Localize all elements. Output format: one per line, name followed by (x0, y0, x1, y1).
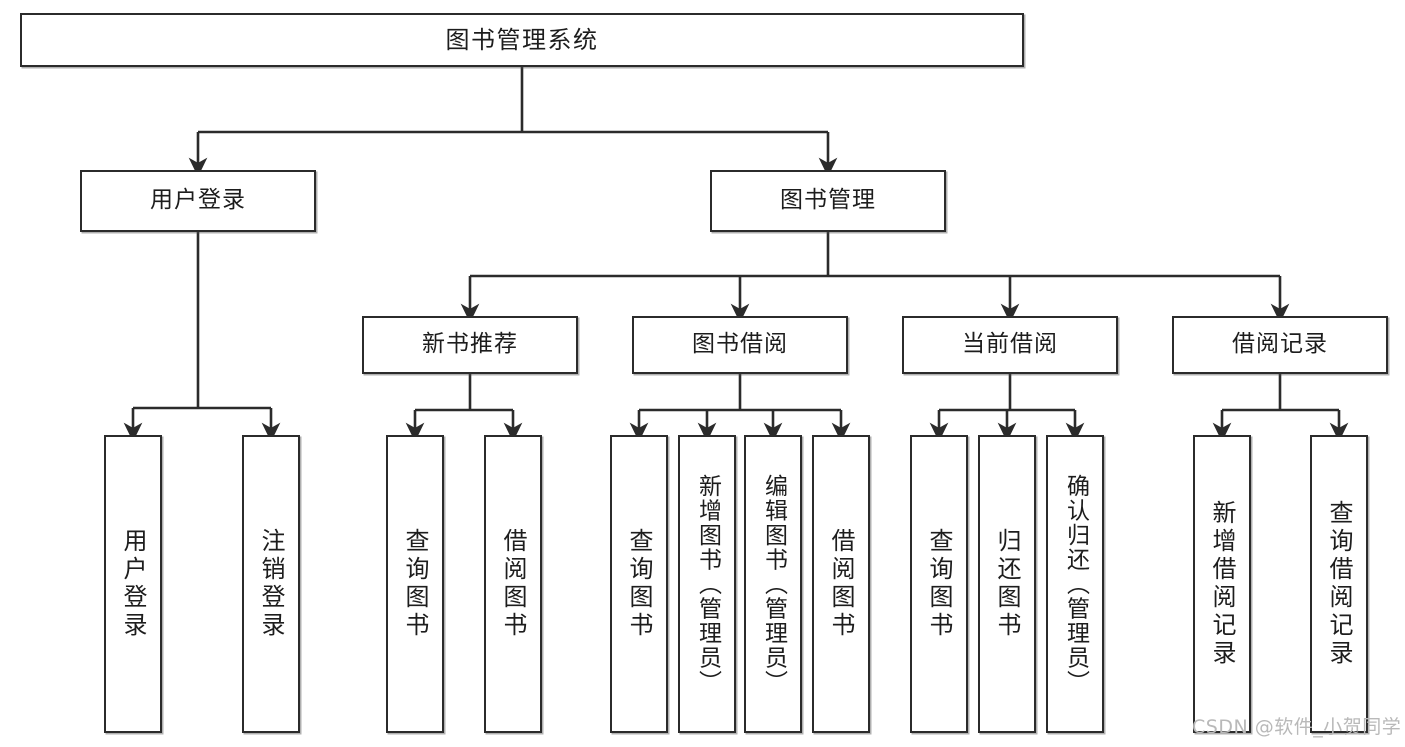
node-label: 编辑图书（管理员） (760, 473, 787, 695)
node-user-login[interactable]: 用户登录 (80, 170, 316, 232)
node-leaf-add-record[interactable]: 新增借阅记录 (1193, 435, 1251, 733)
node-label: 注销登录 (257, 528, 285, 640)
node-borrow-record[interactable]: 借阅记录 (1172, 316, 1388, 374)
node-leaf-return-book[interactable]: 归还图书 (978, 435, 1036, 733)
node-label: 图书管理系统 (445, 25, 599, 54)
node-label: 查询借阅记录 (1325, 500, 1353, 668)
node-leaf-query-book-3[interactable]: 查询图书 (910, 435, 968, 733)
node-label: 用户登录 (119, 528, 147, 640)
node-label: 查询图书 (625, 528, 653, 640)
node-label: 图书管理 (780, 187, 876, 214)
node-leaf-borrow-book-2[interactable]: 借阅图书 (812, 435, 870, 733)
node-leaf-query-record[interactable]: 查询借阅记录 (1310, 435, 1368, 733)
node-label: 归还图书 (993, 528, 1021, 640)
node-label: 借阅记录 (1232, 331, 1328, 358)
node-label: 查询图书 (925, 528, 953, 640)
node-book-borrow[interactable]: 图书借阅 (632, 316, 848, 374)
node-root[interactable]: 图书管理系统 (20, 13, 1024, 67)
node-label: 用户登录 (150, 187, 246, 214)
node-label: 借阅图书 (499, 528, 527, 640)
node-leaf-user-login[interactable]: 用户登录 (104, 435, 162, 733)
node-leaf-borrow-book-1[interactable]: 借阅图书 (484, 435, 542, 733)
node-leaf-logout[interactable]: 注销登录 (242, 435, 300, 733)
csdn-watermark: CSDN @软件_小贺同学 (1192, 716, 1402, 738)
node-label: 新增图书（管理员） (694, 473, 721, 695)
node-leaf-edit-book-admin[interactable]: 编辑图书（管理员） (744, 435, 802, 733)
node-label: 查询图书 (401, 528, 429, 640)
node-new-book-recommend[interactable]: 新书推荐 (362, 316, 578, 374)
node-label: 确认归还（管理员） (1062, 473, 1089, 695)
node-book-manage[interactable]: 图书管理 (710, 170, 946, 232)
node-label: 新书推荐 (422, 331, 518, 358)
node-leaf-query-book-2[interactable]: 查询图书 (610, 435, 668, 733)
node-label: 图书借阅 (692, 331, 788, 358)
node-label: 借阅图书 (827, 528, 855, 640)
node-label: 当前借阅 (962, 331, 1058, 358)
node-leaf-query-book-1[interactable]: 查询图书 (386, 435, 444, 733)
node-leaf-add-book-admin[interactable]: 新增图书（管理员） (678, 435, 736, 733)
node-leaf-confirm-return[interactable]: 确认归还（管理员） (1046, 435, 1104, 733)
node-label: 新增借阅记录 (1208, 500, 1236, 668)
node-current-borrow[interactable]: 当前借阅 (902, 316, 1118, 374)
